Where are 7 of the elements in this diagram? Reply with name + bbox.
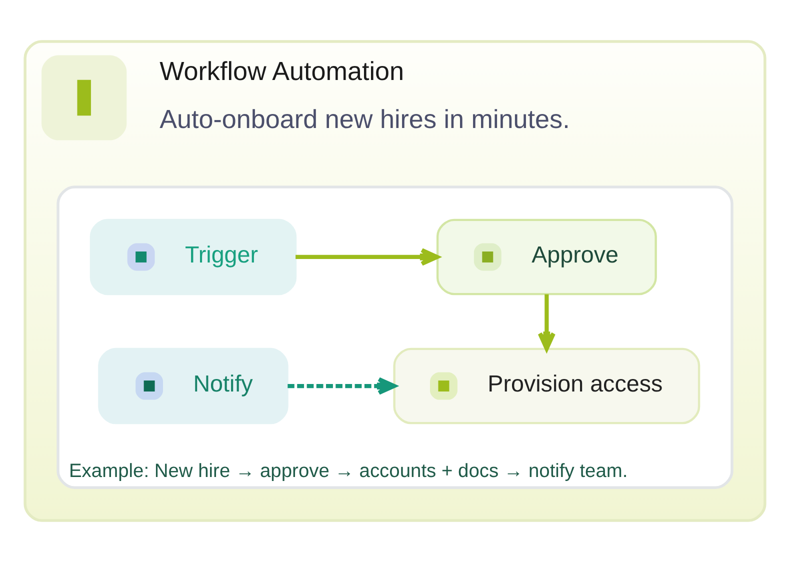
- arrow: [538, 294, 556, 351]
- arrow: [288, 377, 396, 395]
- node-box: Approve: [436, 218, 657, 296]
- node-box: Trigger: [90, 218, 297, 296]
- node-box: Notify: [98, 348, 288, 424]
- node-box: Provision access: [393, 348, 700, 424]
- arrow: [296, 248, 440, 266]
